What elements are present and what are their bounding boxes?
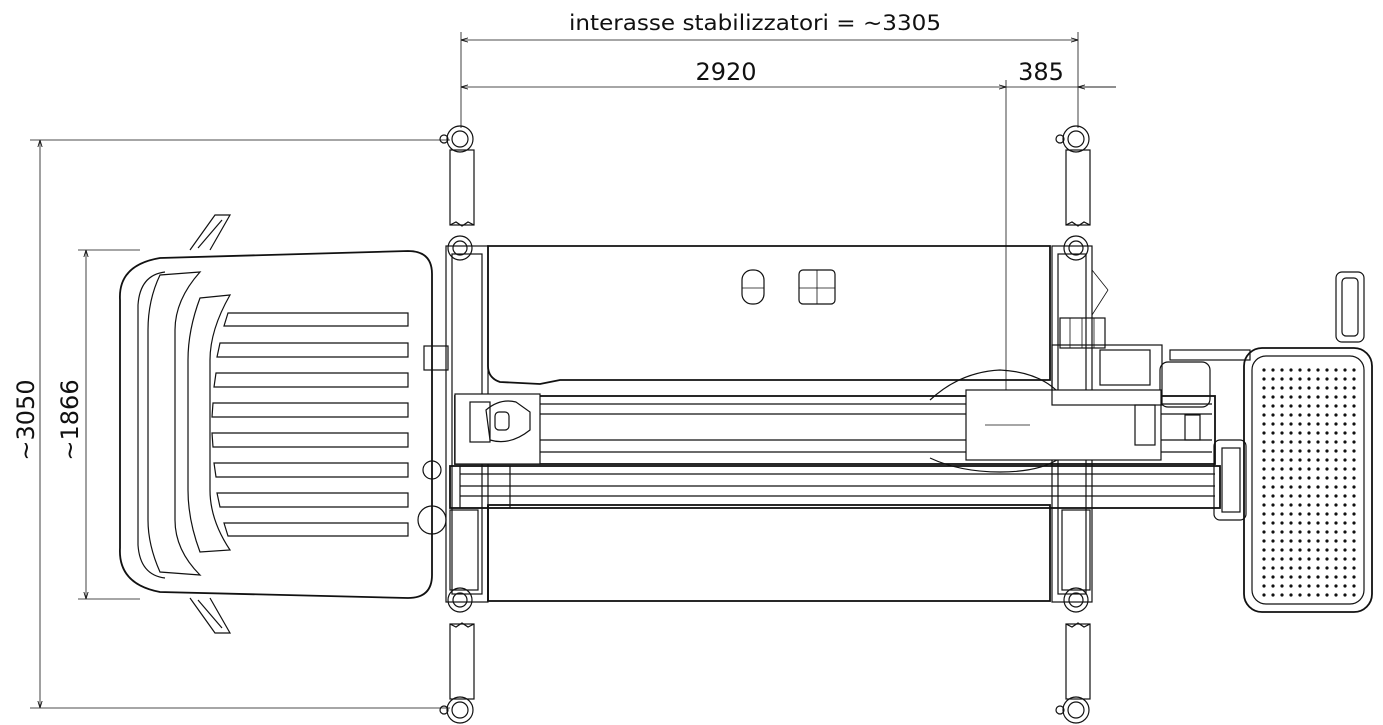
dimension-lines xyxy=(30,32,1116,709)
dim-385: 385 xyxy=(1018,58,1064,86)
cab-roof-ribs xyxy=(211,312,409,537)
dim-2920: 2920 xyxy=(695,58,756,86)
dim-cab-width: ~1866 xyxy=(56,379,84,460)
dim-overall-width: ~3050 xyxy=(12,379,40,460)
outrigger-rear-left xyxy=(439,622,475,724)
basket-floor-grid xyxy=(1262,368,1356,597)
dim-outrigger-wheelbase: interasse stabilizzatori = ~3305 xyxy=(569,11,941,35)
outrigger-pads-inner xyxy=(447,235,1091,613)
outrigger-rear-right xyxy=(1055,622,1091,724)
outrigger-front-left xyxy=(439,125,475,227)
outrigger-front-right xyxy=(1055,125,1091,227)
aerial-basket xyxy=(1213,271,1373,613)
crane-boom xyxy=(449,317,1221,509)
truck-cab xyxy=(119,214,449,634)
